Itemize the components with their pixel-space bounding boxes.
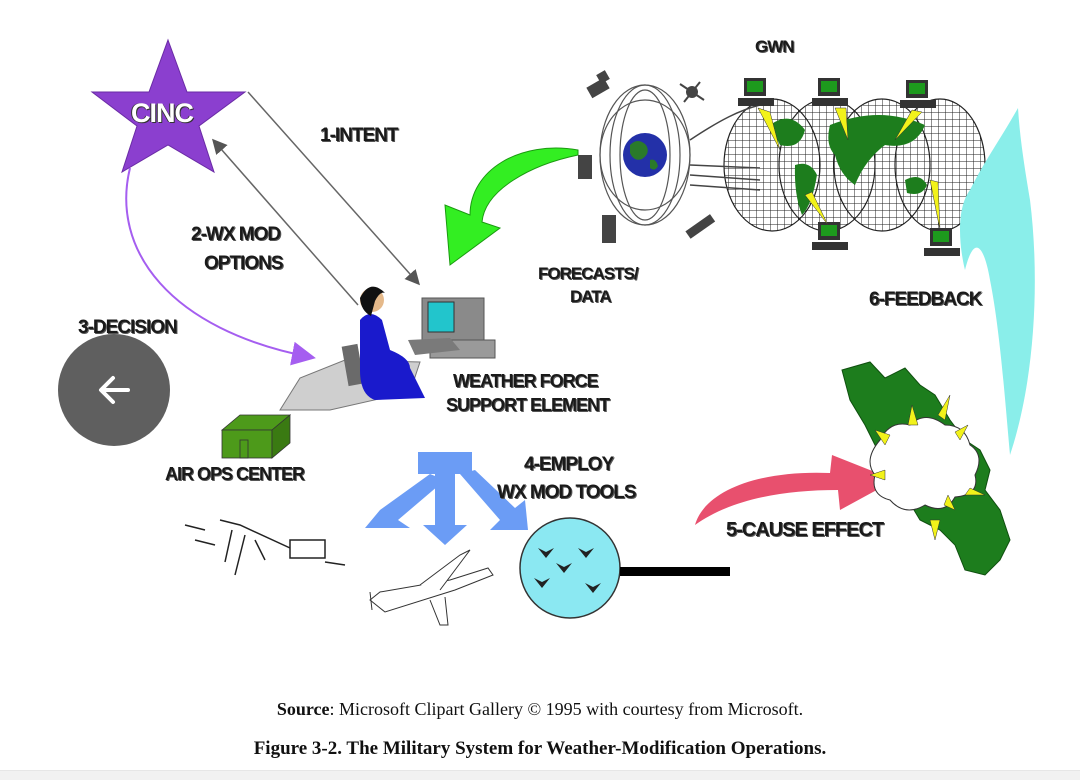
- step2-options-label-line2: OPTIONS: [204, 253, 284, 274]
- source-caption-text: : Microsoft Clipart Gallery © 1995 with …: [329, 699, 804, 719]
- source-caption: Source: Microsoft Clipart Gallery © 1995…: [0, 699, 1080, 720]
- forecasts-label-line2: DATA: [570, 287, 612, 306]
- arrow-left-icon: [99, 376, 130, 404]
- weather-force-label-line2: SUPPORT ELEMENT: [446, 395, 610, 415]
- forecasts-label-line1: FORECASTS/: [538, 264, 639, 283]
- options-arrow: [212, 138, 359, 306]
- step2-options-label-line1: 2-WX MOD: [191, 224, 281, 245]
- step3-decision-label: 3-DECISION: [78, 317, 178, 338]
- weather-force-label-line1: WEATHER FORCE: [453, 371, 599, 391]
- target-area-map-icon: [841, 361, 1011, 576]
- world-map-icon: [689, 98, 986, 232]
- gwn-label: GWN: [755, 37, 795, 56]
- employ-tools-arrows: [365, 452, 528, 545]
- earth-orbit-icon: [599, 84, 691, 226]
- step1-intent-label: 1-INTENT: [320, 125, 398, 146]
- intent-arrow: [247, 91, 420, 286]
- step4-employ-label-line1: 4-EMPLOY: [524, 454, 614, 475]
- network-computer-icons: [738, 78, 960, 256]
- figure-title: Figure 3-2. The Military System for Weat…: [253, 738, 827, 759]
- feedback-arrow: [960, 108, 1035, 455]
- step4-employ-label-line2: WX MOD TOOLS: [497, 482, 637, 503]
- step5-cause-effect-label: 5-CAUSE EFFECT: [726, 519, 884, 541]
- weather-operator-icon: [279, 286, 496, 411]
- cinc-star-icon: [90, 38, 247, 174]
- viewer-bottom-bar: [0, 770, 1080, 780]
- step6-feedback-label: 6-FEEDBACK: [869, 289, 982, 310]
- ground-generator-icon: [184, 519, 346, 576]
- cinc-label: CINC: [131, 98, 194, 128]
- source-caption-label: Source: [276, 699, 330, 719]
- forecast-arrow: [444, 147, 579, 266]
- decision-arrow: [125, 167, 316, 366]
- aircraft-icon: [369, 549, 494, 626]
- wx-mod-tools-icon: [519, 517, 730, 619]
- air-ops-center-icon: [220, 414, 292, 459]
- air-ops-center-label: AIR OPS CENTER: [165, 464, 305, 484]
- cause-effect-arrow: [695, 455, 895, 525]
- satellite-icon: [578, 70, 716, 243]
- back-button[interactable]: [58, 334, 170, 446]
